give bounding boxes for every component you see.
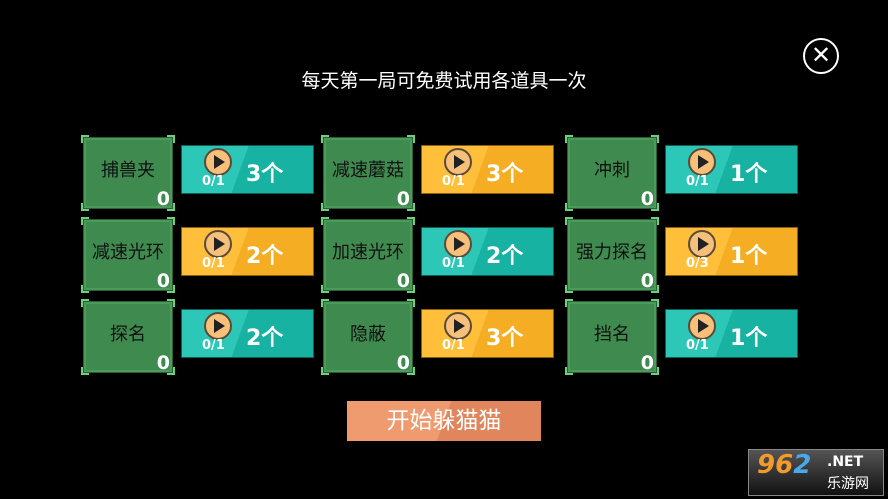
item-owned-count: 0 — [156, 188, 170, 210]
item-name: 加速光环 — [332, 242, 404, 263]
item-name: 挡名 — [594, 324, 630, 345]
item-owned-count: 0 — [396, 188, 410, 210]
free-trial-button[interactable]: 0/3 1个 — [665, 227, 798, 276]
play-video-icon — [444, 148, 472, 176]
item-card: 减速蘑菇 0 0/1 3个 — [321, 135, 555, 211]
trial-uses: 0/1 — [442, 256, 465, 271]
item-card: 挡名 0 0/1 1个 — [565, 299, 799, 375]
item-slot[interactable]: 减速蘑菇 0 — [321, 135, 415, 211]
reward-quantity: 2个 — [246, 326, 284, 351]
reward-quantity: 2个 — [246, 244, 284, 269]
item-card: 强力探名 0 0/3 1个 — [565, 217, 799, 293]
free-trial-button[interactable]: 0/1 3个 — [421, 145, 554, 194]
item-name: 强力探名 — [576, 242, 648, 263]
item-name: 捕兽夹 — [101, 160, 155, 181]
start-game-button[interactable]: 开始躲猫猫 — [347, 401, 541, 441]
trial-uses: 0/1 — [686, 174, 709, 189]
item-name: 减速光环 — [92, 242, 164, 263]
item-slot[interactable]: 强力探名 0 — [565, 217, 659, 293]
item-name: 隐蔽 — [350, 324, 386, 345]
play-video-icon — [204, 148, 232, 176]
item-owned-count: 0 — [640, 270, 654, 292]
item-owned-count: 0 — [156, 352, 170, 374]
trial-uses: 0/3 — [686, 256, 709, 271]
item-name: 探名 — [110, 324, 146, 345]
item-slot[interactable]: 减速光环 0 — [81, 217, 175, 293]
reward-quantity: 2个 — [486, 244, 524, 269]
play-video-icon — [204, 230, 232, 258]
item-owned-count: 0 — [156, 270, 170, 292]
item-card: 加速光环 0 0/1 2个 — [321, 217, 555, 293]
free-trial-button[interactable]: 0/1 3个 — [181, 145, 314, 194]
free-trial-button[interactable]: 0/1 1个 — [665, 309, 798, 358]
trial-uses: 0/1 — [202, 256, 225, 271]
item-slot[interactable]: 探名 0 — [81, 299, 175, 375]
play-video-icon — [204, 312, 232, 340]
item-card: 探名 0 0/1 2个 — [81, 299, 315, 375]
item-card: 隐蔽 0 0/1 3个 — [321, 299, 555, 375]
free-trial-notice: 每天第一局可免费试用各道具一次 — [301, 70, 587, 92]
reward-quantity: 1个 — [730, 162, 768, 187]
item-slot[interactable]: 隐蔽 0 — [321, 299, 415, 375]
trial-uses: 0/1 — [202, 174, 225, 189]
item-card: 捕兽夹 0 0/1 3个 — [81, 135, 315, 211]
item-owned-count: 0 — [396, 270, 410, 292]
trial-uses: 0/1 — [442, 174, 465, 189]
item-slot[interactable]: 捕兽夹 0 — [81, 135, 175, 211]
item-slot[interactable]: 加速光环 0 — [321, 217, 415, 293]
watermark-logo: 962 .NET 乐游网 — [748, 449, 884, 496]
reward-quantity: 3个 — [486, 326, 524, 351]
item-owned-count: 0 — [640, 188, 654, 210]
item-owned-count: 0 — [640, 352, 654, 374]
reward-quantity: 1个 — [730, 244, 768, 269]
free-trial-button[interactable]: 0/1 2个 — [421, 227, 554, 276]
reward-quantity: 1个 — [730, 326, 768, 351]
reward-quantity: 3个 — [246, 162, 284, 187]
item-card: 冲刺 0 0/1 1个 — [565, 135, 799, 211]
item-card: 减速光环 0 0/1 2个 — [81, 217, 315, 293]
free-trial-button[interactable]: 0/1 1个 — [665, 145, 798, 194]
play-video-icon — [444, 230, 472, 258]
close-icon: ✕ — [810, 41, 832, 69]
free-trial-button[interactable]: 0/1 2个 — [181, 309, 314, 358]
trial-uses: 0/1 — [442, 338, 465, 353]
free-trial-button[interactable]: 0/1 3个 — [421, 309, 554, 358]
item-name: 冲刺 — [594, 160, 630, 181]
reward-quantity: 3个 — [486, 162, 524, 187]
free-trial-button[interactable]: 0/1 2个 — [181, 227, 314, 276]
item-owned-count: 0 — [396, 352, 410, 374]
close-button[interactable]: ✕ — [803, 38, 839, 74]
item-slot[interactable]: 冲刺 0 — [565, 135, 659, 211]
item-slot[interactable]: 挡名 0 — [565, 299, 659, 375]
trial-uses: 0/1 — [686, 338, 709, 353]
play-video-icon — [688, 148, 716, 176]
trial-uses: 0/1 — [202, 338, 225, 353]
item-name: 减速蘑菇 — [332, 160, 404, 181]
play-video-icon — [444, 312, 472, 340]
play-video-icon — [688, 312, 716, 340]
play-video-icon — [688, 230, 716, 258]
